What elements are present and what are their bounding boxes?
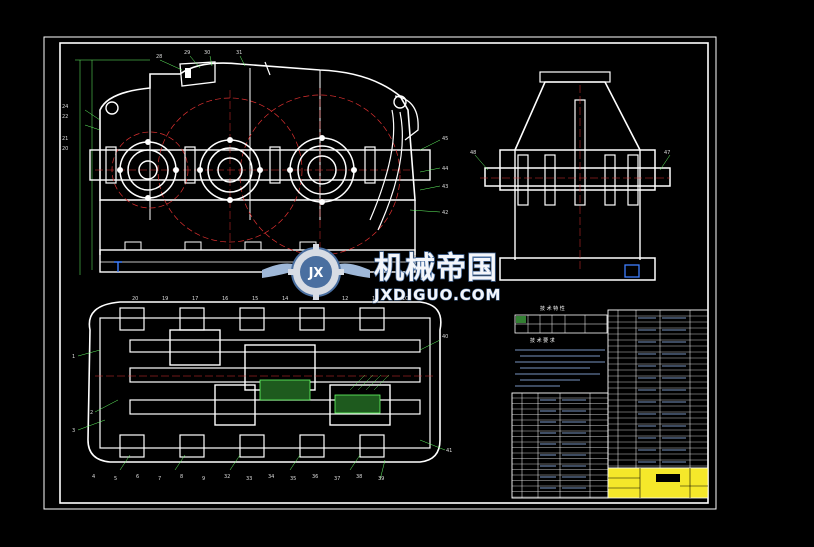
plan-section-view xyxy=(77,301,446,481)
callout-number: 3 xyxy=(72,428,75,434)
watermark-site: JXDIGUO.COM xyxy=(373,286,501,304)
callout-number: 44 xyxy=(442,166,448,172)
callout-number: 5 xyxy=(114,476,117,482)
callout-number: 48 xyxy=(470,150,476,156)
callout-number: 10 xyxy=(402,296,408,302)
callout-number: 33 xyxy=(246,476,252,482)
notes-header: 技 术 要 求 xyxy=(530,337,555,344)
callout-number: 14 xyxy=(282,296,288,302)
table-header: 技 术 特 性 xyxy=(540,305,565,312)
emblem-letters: JX xyxy=(308,266,324,281)
callout-number: 20 xyxy=(132,296,138,302)
technical-notes: 技 术 要 求 xyxy=(515,337,605,387)
callout-number: 43 xyxy=(442,184,448,190)
parts-list-table xyxy=(511,309,709,499)
callout-number: 38 xyxy=(356,474,362,480)
front-elevation-view xyxy=(75,55,441,275)
sheet-outer-border xyxy=(43,36,717,510)
side-elevation-view xyxy=(474,71,671,281)
callout-number: 6 xyxy=(136,474,139,480)
callout-number: 32 xyxy=(224,474,230,480)
callout-number: 47 xyxy=(664,150,670,156)
callout-number: 36 xyxy=(312,474,318,480)
jxdiguo-emblem-icon: JX xyxy=(262,244,370,300)
callout-number: 19 xyxy=(162,296,168,302)
sheet-inner-border xyxy=(59,42,709,504)
callout-number: 24 xyxy=(62,104,68,110)
callout-number: 4 xyxy=(92,474,95,480)
callout-number: 9 xyxy=(202,476,205,482)
callout-number: 22 xyxy=(62,114,68,120)
watermark-title: 机械帝国 xyxy=(374,251,498,286)
callout-number: 12 xyxy=(342,296,348,302)
callout-number: 41 xyxy=(446,448,452,454)
callout-number: 15 xyxy=(252,296,258,302)
callout-number: 17 xyxy=(192,296,198,302)
callout-number: 37 xyxy=(334,476,340,482)
callout-number: 42 xyxy=(442,210,448,216)
callout-number: 39 xyxy=(378,476,384,482)
callout-number: 28 xyxy=(156,54,162,60)
title-block xyxy=(607,467,709,499)
callout-number: 45 xyxy=(442,136,448,142)
callout-number: 11 xyxy=(372,296,378,302)
callout-number: 31 xyxy=(236,50,242,56)
callout-number: 20 xyxy=(62,146,68,152)
callout-number: 35 xyxy=(290,476,296,482)
callout-number: 7 xyxy=(158,476,161,482)
callout-number: 34 xyxy=(268,474,274,480)
callout-number: 8 xyxy=(180,474,183,480)
callout-number: 29 xyxy=(184,50,190,56)
technical-characteristics-table: 技 术 特 性 xyxy=(514,305,608,334)
callout-number: 40 xyxy=(442,334,448,340)
callout-number: 30 xyxy=(204,50,210,56)
watermark: JX 机械帝国 JXDIGUO.COM xyxy=(262,244,501,305)
callout-number: 21 xyxy=(62,136,68,142)
callout-number: 1 xyxy=(72,354,75,360)
callout-number: 2 xyxy=(90,410,93,416)
callout-number: 16 xyxy=(222,296,228,302)
